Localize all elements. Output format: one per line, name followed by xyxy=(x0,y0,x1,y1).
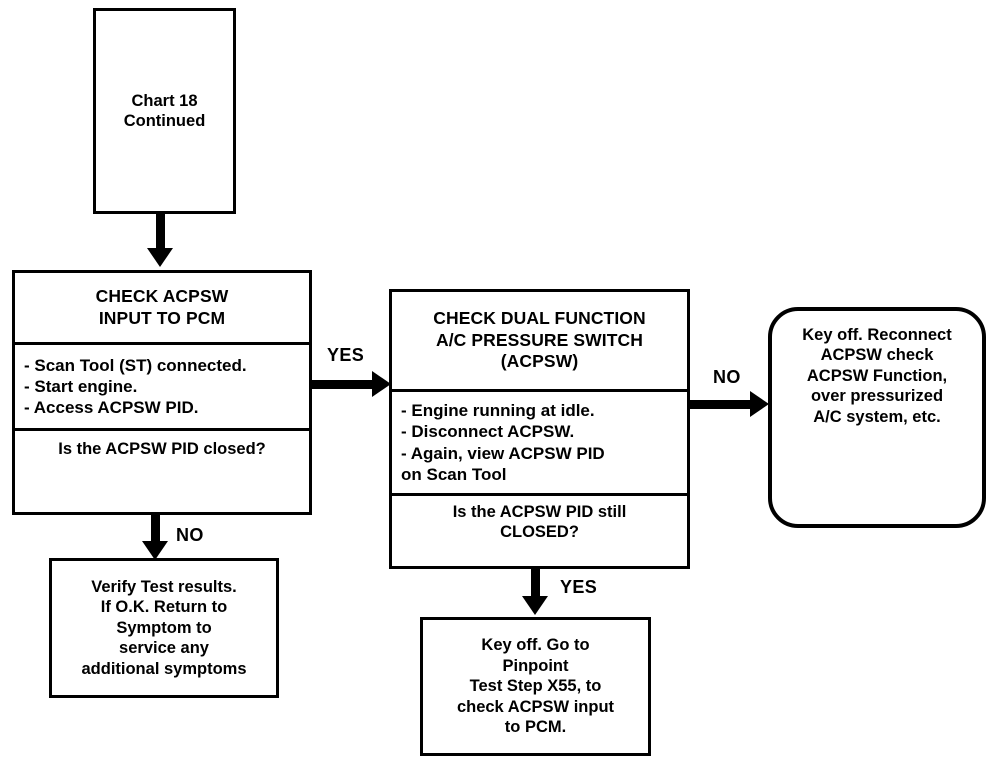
edge-dual-function-yes-arrowhead xyxy=(522,596,548,615)
check-acpsw-input-question: Is the ACPSW PID closed? xyxy=(58,440,266,458)
verify-test-results-text: Verify Test results. If O.K. Return to S… xyxy=(81,577,247,678)
chart-continued-text: Chart 18 Continued xyxy=(123,91,206,130)
check-dual-function-question-cell: Is the ACPSW PID still CLOSED? xyxy=(392,496,687,566)
key-off-reconnect-text-cell: Key off. Reconnect ACPSW check ACPSW Fun… xyxy=(772,311,982,524)
edge-check-input-yes-line xyxy=(312,380,374,389)
check-acpsw-input-heading: CHECK ACPSW INPUT TO PCM xyxy=(95,285,229,328)
edge-dual-function-no-arrowhead xyxy=(750,391,769,417)
node-check-acpsw-input-to-pcm[interactable]: CHECK ACPSW INPUT TO PCM - Scan Tool (ST… xyxy=(12,270,312,515)
check-acpsw-input-question-cell: Is the ACPSW PID closed? xyxy=(15,431,309,512)
edge-dual-function-yes-line xyxy=(531,569,540,600)
edge-start-to-check-input-arrowhead xyxy=(147,248,173,267)
node-verify-test-results[interactable]: Verify Test results. If O.K. Return to S… xyxy=(49,558,279,698)
edge-check-input-no-arrowhead xyxy=(142,541,168,560)
check-acpsw-input-steps-cell: - Scan Tool (ST) connected. - Start engi… xyxy=(15,345,309,431)
go-to-pinpoint-text: Key off. Go to Pinpoint Test Step X55, t… xyxy=(456,636,615,737)
key-off-reconnect-text: Key off. Reconnect ACPSW check ACPSW Fun… xyxy=(802,326,952,426)
check-dual-function-heading: CHECK DUAL FUNCTION A/C PRESSURE SWITCH … xyxy=(433,307,646,372)
edge-label-yes-to-pinpoint: YES xyxy=(560,577,598,597)
go-to-pinpoint-text-cell: Key off. Go to Pinpoint Test Step X55, t… xyxy=(423,620,648,753)
check-dual-function-steps: - Engine running at idle. - Disconnect A… xyxy=(401,401,605,484)
edge-start-to-check-input-line xyxy=(156,214,165,250)
verify-test-results-text-cell: Verify Test results. If O.K. Return to S… xyxy=(52,561,276,695)
edge-label-yes-to-dual-function: YES xyxy=(327,345,365,365)
check-dual-function-heading-cell: CHECK DUAL FUNCTION A/C PRESSURE SWITCH … xyxy=(392,292,687,392)
check-acpsw-input-heading-cell: CHECK ACPSW INPUT TO PCM xyxy=(15,273,309,345)
check-dual-function-question: Is the ACPSW PID still CLOSED? xyxy=(452,503,627,542)
node-go-to-pinpoint-test-step[interactable]: Key off. Go to Pinpoint Test Step X55, t… xyxy=(420,617,651,756)
edge-check-input-no-line xyxy=(151,515,160,546)
edge-dual-function-no-line xyxy=(690,400,752,409)
node-check-dual-function-pressure-switch[interactable]: CHECK DUAL FUNCTION A/C PRESSURE SWITCH … xyxy=(389,289,690,569)
check-dual-function-steps-cell: - Engine running at idle. - Disconnect A… xyxy=(392,392,687,496)
edge-check-input-yes-arrowhead xyxy=(372,371,391,397)
node-chart-continued[interactable]: Chart 18 Continued xyxy=(93,8,236,214)
edge-label-no-to-verify: NO xyxy=(176,525,204,545)
edge-label-no-to-reconnect: NO xyxy=(713,367,741,387)
node-key-off-reconnect-acpsw[interactable]: Key off. Reconnect ACPSW check ACPSW Fun… xyxy=(768,307,986,528)
check-acpsw-input-steps: - Scan Tool (ST) connected. - Start engi… xyxy=(24,355,247,418)
